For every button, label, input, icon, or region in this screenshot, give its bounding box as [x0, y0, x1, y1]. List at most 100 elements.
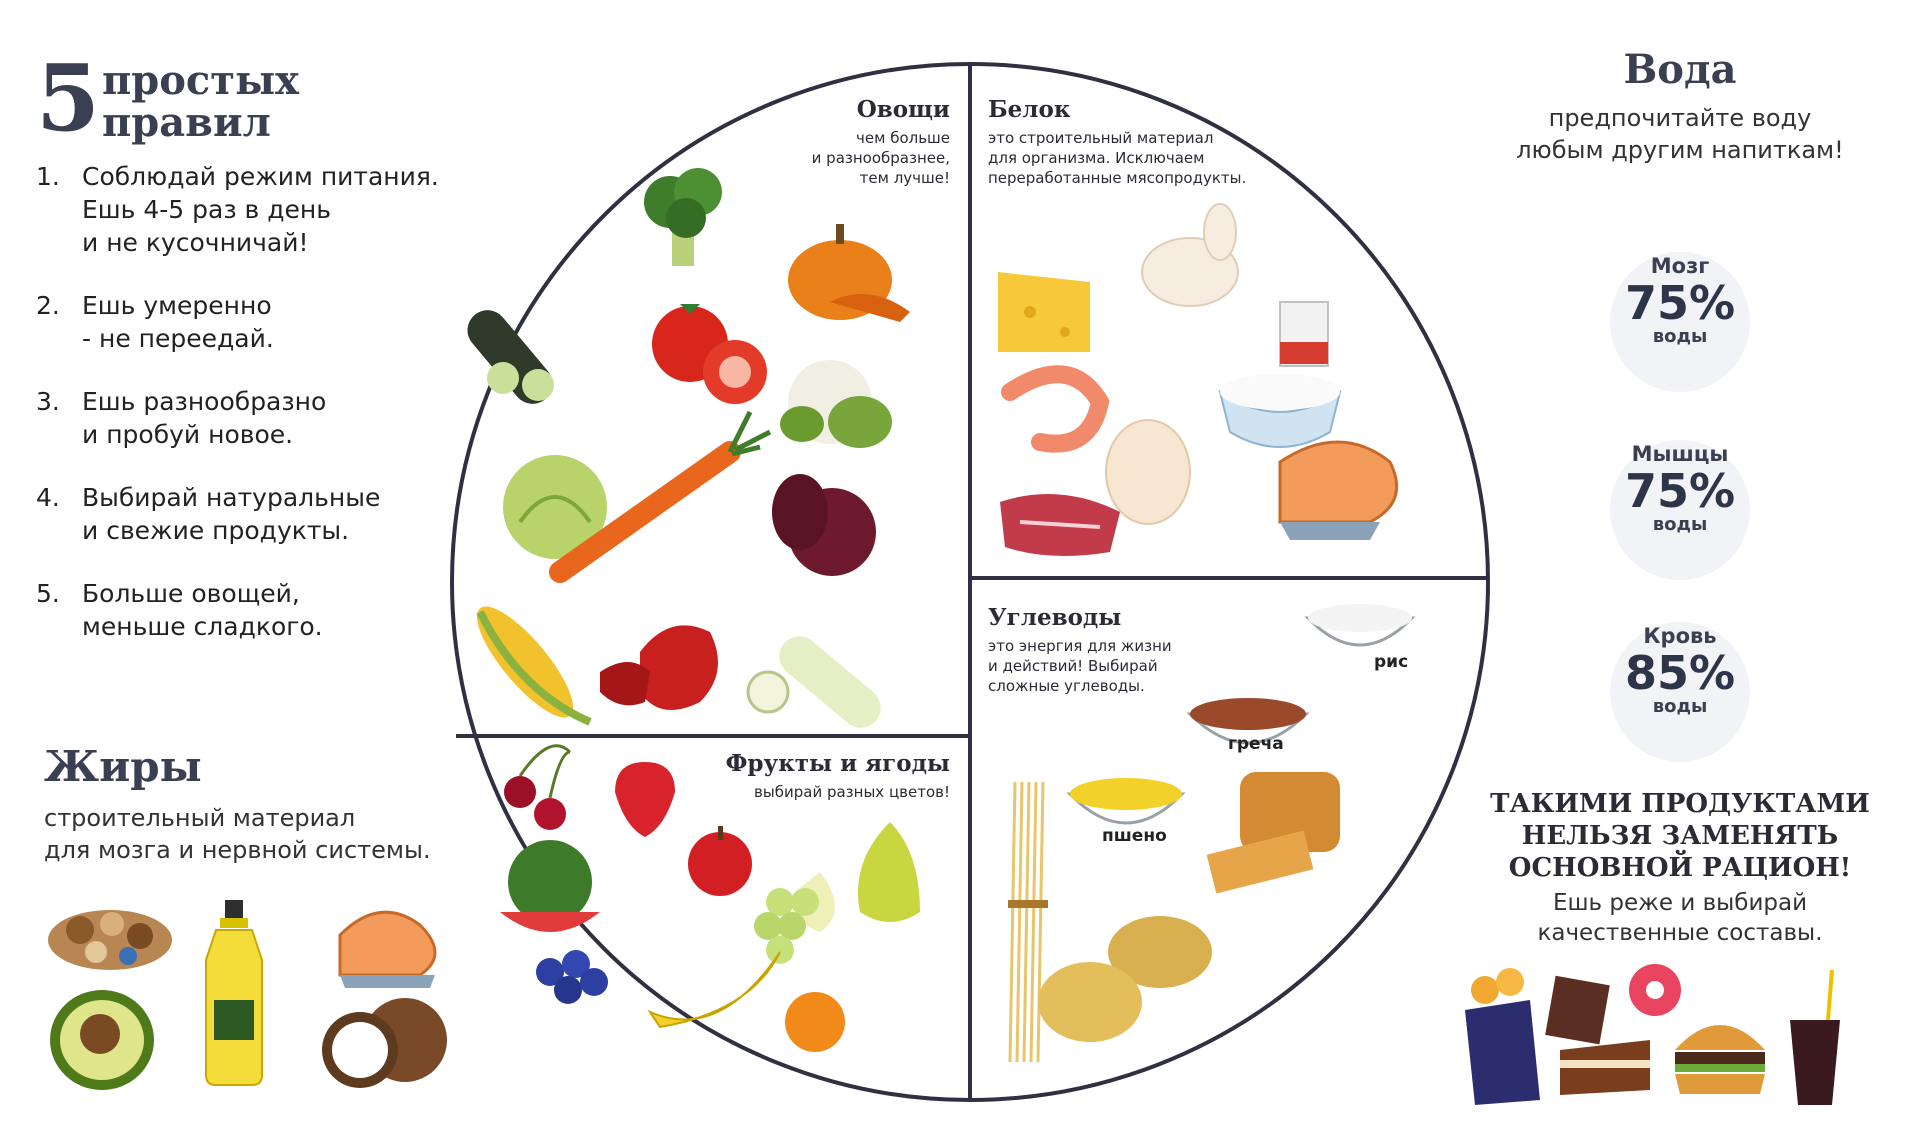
chicken-icon [1141, 203, 1239, 307]
rule-item: 1. Соблюдай режим питания. Ешь 4-5 раз в … [36, 160, 466, 259]
salmon-steak-icon [338, 910, 437, 988]
oil-bottle-icon [205, 900, 263, 1086]
fats-description: строительный материал для мозга и нервно… [44, 804, 431, 864]
rules-title: простых правил [102, 60, 299, 144]
donut-icon [1629, 964, 1681, 1016]
cherry-icon [504, 744, 572, 830]
rule-item: 3. Ешь разнообразно и пробуй новое. [36, 385, 466, 451]
rule-text: Больше овощей, меньше сладкого. [82, 579, 323, 641]
zucchini-icon [467, 310, 554, 404]
vegetables-description: чем больше и разнообразнее, тем лучше! [811, 129, 950, 187]
warning-description: Ешь реже и выбирай качественные составы. [1537, 890, 1823, 946]
organ-sub: воды [1652, 514, 1708, 535]
fish-steak-icon [1278, 440, 1399, 540]
rice-label: рис [1374, 652, 1409, 672]
banana-icon [647, 951, 781, 1029]
organ-percent: 75% [1624, 276, 1736, 330]
fats-icons [48, 900, 447, 1090]
corn-icon [476, 606, 592, 726]
squash-icon [746, 636, 881, 728]
rule-text: Соблюдай режим питания. Ешь 4-5 раз в де… [82, 162, 439, 257]
meat-steak-icon [1000, 494, 1120, 556]
rule-number: 5. [36, 579, 60, 608]
strawberry-icon [615, 762, 675, 837]
rule-text: Ешь разнообразно и пробуй новое. [82, 387, 327, 449]
rule-item: 4. Выбирай натуральные и свежие продукты. [36, 481, 466, 547]
carbs-description: это энергия для жизни и действий! Выбира… [988, 637, 1172, 695]
organ-background [1610, 622, 1750, 762]
cheese-icon [998, 272, 1090, 352]
spaghetti-icon [1008, 781, 1048, 1063]
organ-name: Мозг [1650, 254, 1710, 278]
coconut-icon [322, 998, 447, 1088]
fruits-title: Фрукты и ягоды [725, 750, 950, 777]
rules-heading: 5 простых правил [36, 52, 436, 148]
pumpkin-icon [788, 224, 910, 322]
milk-carton-icon [1279, 301, 1329, 367]
carbs-title: Углеводы [988, 604, 1122, 631]
protein-description: это строительный материал для организма.… [988, 129, 1247, 187]
fats-title: Жиры [44, 742, 202, 791]
rule-item: 2. Ешь умеренно - не переедай. [36, 289, 466, 355]
bread-icon [1206, 772, 1340, 894]
junk-food-icons [1465, 964, 1840, 1105]
rules-title-line2: правил [102, 99, 271, 146]
rice-bowl-icon [1304, 604, 1416, 647]
beetroot-icon [772, 474, 876, 576]
fruits-description: выбирай разных цветов! [754, 783, 950, 801]
rules-number: 5 [36, 44, 101, 152]
blueberry-icon [536, 950, 608, 1004]
organ-brain: Мозг 75% воды [1600, 252, 1760, 392]
rule-item: 5. Больше овощей, меньше сладкого. [36, 577, 466, 643]
cauliflower-icon [780, 360, 892, 448]
organ-muscles: Мышцы 75% воды [1600, 440, 1760, 580]
organ-sub: воды [1652, 696, 1708, 717]
millet-bowl-icon [1066, 778, 1186, 825]
grapes-icon [754, 888, 819, 964]
organ-blood: Кровь 85% воды [1600, 622, 1760, 762]
rule-number: 1. [36, 162, 60, 191]
egg-icon [1105, 419, 1191, 525]
shrimp-icon [1001, 365, 1110, 453]
rules-list: 1. Соблюдай режим питания. Ешь 4-5 раз в … [36, 160, 466, 673]
rule-number: 2. [36, 291, 60, 320]
organ-percent: 75% [1624, 464, 1736, 518]
cake-icon [1560, 1040, 1650, 1095]
organ-background [1610, 252, 1750, 392]
soda-icon [1790, 969, 1840, 1105]
water-description: предпочитайте воду любым другим напиткам… [1516, 104, 1844, 164]
rules-title-line1: простых [102, 57, 300, 104]
rule-text: Выбирай натуральные и свежие продукты. [82, 483, 381, 545]
burger-icon [1675, 1025, 1765, 1094]
avocado-icon [50, 990, 154, 1090]
organ-background [1610, 440, 1750, 580]
nuts-icon [48, 910, 172, 970]
organ-sub: воды [1652, 326, 1708, 347]
vegetables-title: Овощи [856, 96, 950, 123]
organ-name: Мышцы [1631, 442, 1729, 466]
apple-icon [688, 826, 752, 896]
cabbage-icon [503, 455, 607, 559]
bell-pepper-icon [600, 625, 718, 710]
rule-number: 4. [36, 483, 60, 512]
organ-percent: 85% [1624, 646, 1736, 700]
chips-icon [1465, 968, 1540, 1105]
protein-title: Белок [988, 96, 1071, 123]
water-title: Вода [1623, 46, 1737, 93]
carrot-icon [549, 410, 772, 583]
organ-name: Кровь [1643, 624, 1717, 648]
rule-number: 3. [36, 387, 60, 416]
potato-icon [1038, 916, 1212, 1042]
cottage-cheese-icon [1218, 374, 1342, 448]
plate-diagram [450, 62, 1490, 1102]
watermelon-icon [500, 840, 600, 932]
rule-text: Ешь умеренно - не переедай. [82, 291, 274, 353]
buckwheat-bowl-icon [1186, 698, 1310, 745]
broccoli-icon [644, 168, 722, 266]
orange-icon [785, 992, 845, 1052]
millet-label: пшено [1102, 826, 1167, 846]
chocolate-icon [1545, 975, 1610, 1045]
warning-title: ТАКИМИ ПРОДУКТАМИ НЕЛЬЗЯ ЗАМЕНЯТЬ ОСНОВН… [1490, 789, 1870, 883]
buckwheat-label: греча [1228, 734, 1284, 754]
tomato-icon [652, 304, 767, 404]
